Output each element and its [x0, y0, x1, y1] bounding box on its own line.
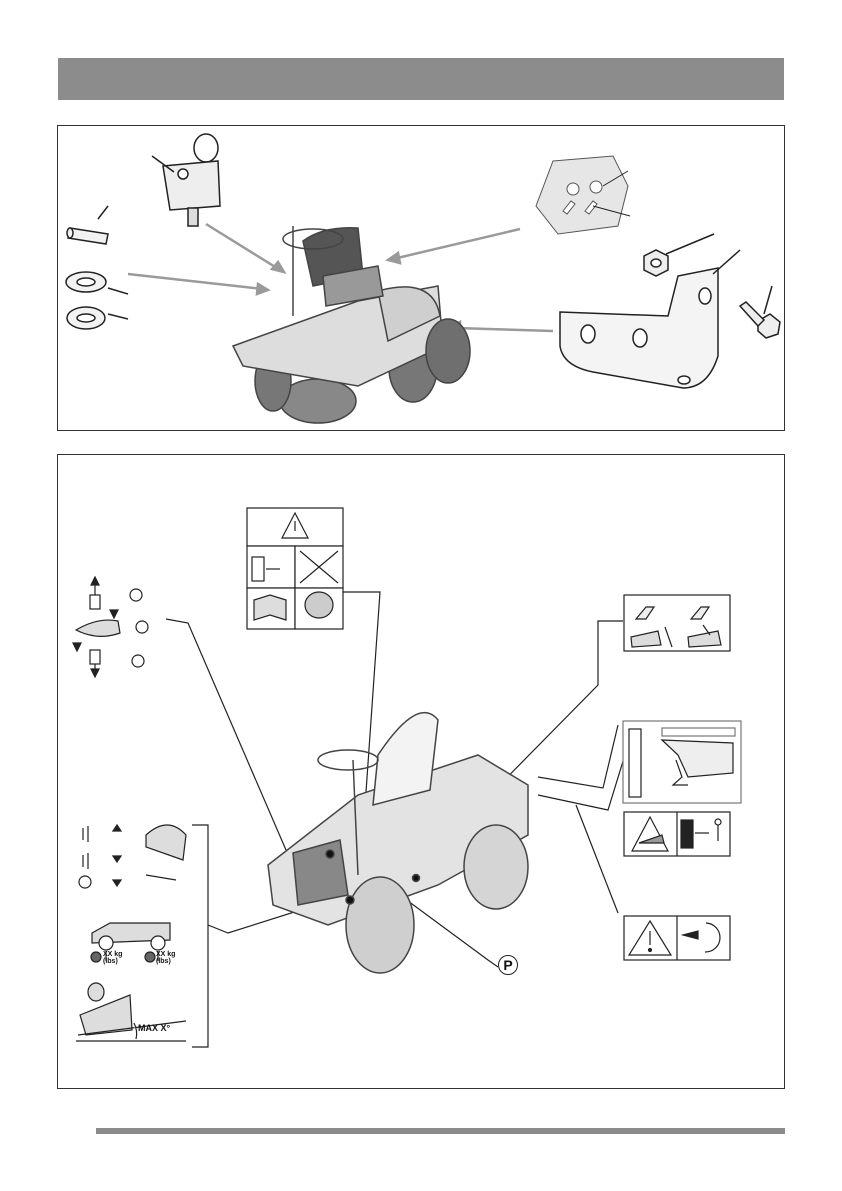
parts-illustration [58, 126, 784, 430]
decal-side-box [623, 721, 741, 803]
tractor-illustration [233, 226, 470, 423]
pin-icon [67, 206, 108, 244]
ear-protection-icon [305, 592, 333, 618]
decal-rider-icons [624, 595, 730, 651]
bolt-icon [740, 286, 780, 338]
weight-right-label: XX kg (lbs) [156, 951, 175, 965]
footer-bar [96, 1128, 785, 1134]
decal-warning-block [247, 508, 343, 629]
slope-max-label: MAX X° [138, 1023, 170, 1033]
parking-brake-label: P [498, 955, 518, 975]
section-header-bar [58, 58, 784, 100]
hardware-bag [536, 156, 630, 234]
washer-icon [66, 272, 128, 329]
tractor-illustration [268, 713, 528, 973]
key-icon [152, 134, 220, 226]
decal-hand-hazard [624, 812, 730, 856]
decals-illustration [58, 455, 784, 1088]
decal-warning-rotation [624, 916, 730, 960]
lever-diagram [73, 577, 148, 677]
decal-lift-levers [79, 825, 186, 888]
parts-panel [57, 125, 785, 431]
decals-panel: P MAX X° XX kg (lbs) XX kg (lbs) [57, 454, 785, 1089]
weight-left-label: XX kg (lbs) [103, 951, 122, 965]
nut-icon [644, 234, 714, 276]
